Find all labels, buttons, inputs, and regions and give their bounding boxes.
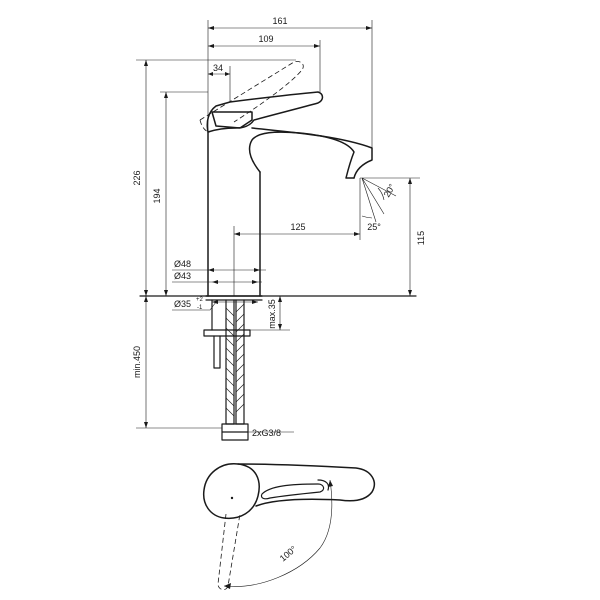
dim-109: 109	[258, 34, 273, 44]
top-view-body	[202, 463, 260, 520]
top-view-spout-slot	[260, 483, 325, 500]
lever-cap	[211, 111, 253, 129]
hose-braid	[225, 303, 245, 417]
spout-top	[251, 127, 373, 179]
fixing-bracket	[203, 329, 251, 337]
dim-115: 115	[416, 231, 426, 245]
top-view-lever-dashed	[217, 513, 241, 590]
faucet-top-view: 100°	[202, 463, 376, 590]
dim-161: 161	[272, 16, 287, 26]
dimension-lines	[136, 20, 420, 433]
dimension-labels: 161 109 34 226 194 125 115 20° 25° Ø48 Ø…	[132, 16, 426, 438]
dim-34: 34	[213, 63, 223, 73]
dim-angle-100: 100°	[278, 544, 299, 564]
faucet-side-view	[199, 61, 373, 297]
hose-nut	[221, 423, 249, 441]
dim-angle-25: 25°	[367, 222, 381, 232]
dim-max-35: max.35	[267, 299, 277, 329]
top-view-spout-tip	[317, 479, 330, 491]
top-view-spout	[237, 463, 376, 507]
dim-angle-20: 20°	[382, 182, 398, 199]
dim-226: 226	[132, 170, 142, 185]
dim-dia-35-tol-plus: +2	[196, 297, 204, 303]
dim-dia-43: Ø43	[174, 271, 191, 281]
dim-dia-35-tol-minus: -1	[197, 305, 203, 311]
dim-194: 194	[152, 188, 162, 203]
dim-thread: 2xG3/8	[252, 428, 281, 438]
dim-dia-35: Ø35	[174, 299, 191, 309]
mounting-assembly	[139, 295, 417, 441]
dim-125: 125	[290, 222, 305, 232]
dim-dia-48: Ø48	[174, 259, 191, 269]
fixing-stud	[213, 335, 221, 369]
lever-alt-position	[199, 61, 304, 123]
top-view-center-dot	[230, 496, 234, 500]
dim-min-450: min.450	[132, 346, 142, 378]
spout-underside	[248, 131, 355, 179]
lever-alt-base	[199, 119, 211, 133]
angle-100-arc	[223, 479, 333, 587]
